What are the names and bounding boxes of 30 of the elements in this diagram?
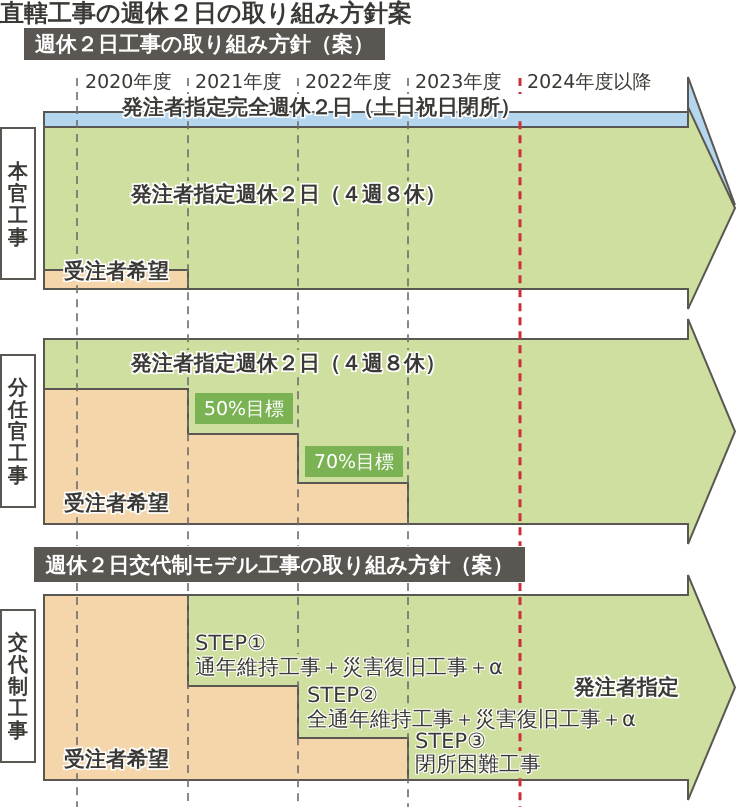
step-heading: STEP③ [415,729,486,754]
area-label: 受注者希望 [64,747,169,772]
timeline-band [44,575,735,800]
row-header-box [0,127,36,280]
diagram-title: 直轄工事の週休２日の取り組み方針案 [0,0,412,28]
step-description: 全通年維持工事＋災害復旧工事＋α [307,707,636,732]
band-label: 発注者指定週休２日（４週８休） [131,351,446,376]
timeline-band [44,319,735,544]
target-tag: 50%目標 [195,393,293,424]
section-banner: 週休２日交代制モデル工事の取り組み方針（案） [34,547,525,582]
step-heading: STEP② [307,683,378,708]
year-label: 2023年度 [415,71,502,94]
row-header-box [0,354,36,508]
area-label: 受注者希望 [64,491,169,516]
step-description: 通年維持工事＋災害復旧工事＋α [195,655,503,680]
target-tag: 70%目標 [305,446,403,477]
step-heading: STEP① [195,631,266,656]
row-header-label: 本官工事 [8,160,28,248]
row-header-label: 交代制工事 [8,631,28,741]
step-description: 閉所困難工事 [415,752,541,778]
band-label: 発注者指定 [574,675,679,700]
year-label: 2024年度以降 [527,71,652,94]
row-header-label: 分任官工事 [8,376,28,486]
section-banner: 週休２日工事の取り組み方針（案） [24,28,385,60]
year-label: 2020年度 [85,71,172,94]
year-label: 2022年度 [305,71,392,94]
step-area [44,389,408,524]
band-label: 発注者指定週休２日（４週８休） [131,182,446,208]
year-label: 2021年度 [195,71,282,94]
row-header-box [0,609,36,763]
